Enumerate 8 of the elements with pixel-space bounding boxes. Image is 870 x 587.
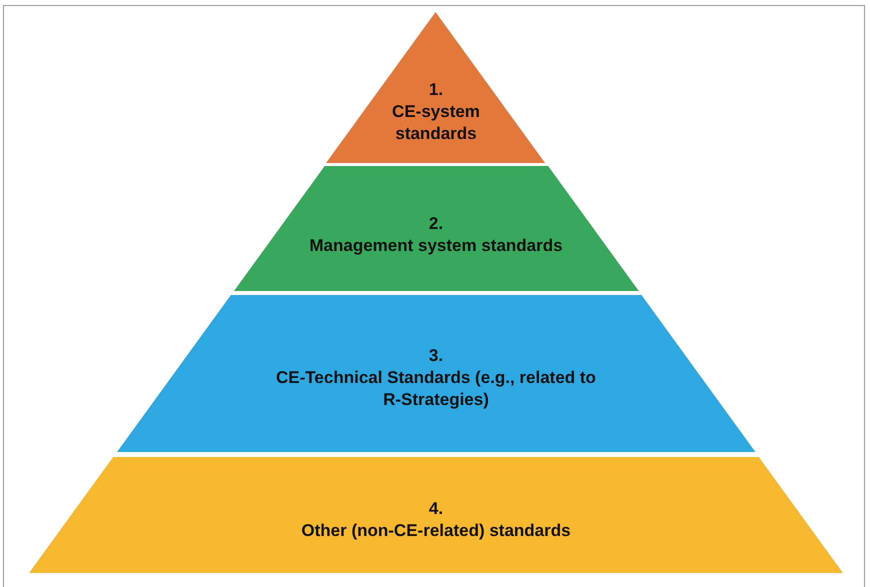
tier-number: 3.: [428, 344, 444, 366]
tier-number: 1.: [428, 78, 444, 100]
tier-label: CE-Technical Standards (e.g., related to R-Strategies): [275, 366, 597, 410]
tier-label: Other (non-CE-related) standards: [301, 520, 571, 542]
tier-number: 4.: [428, 498, 444, 520]
tier-label: Management system standards: [309, 235, 563, 257]
tier-number: 2.: [428, 213, 444, 235]
tier-label: CE-system standards: [391, 100, 481, 144]
